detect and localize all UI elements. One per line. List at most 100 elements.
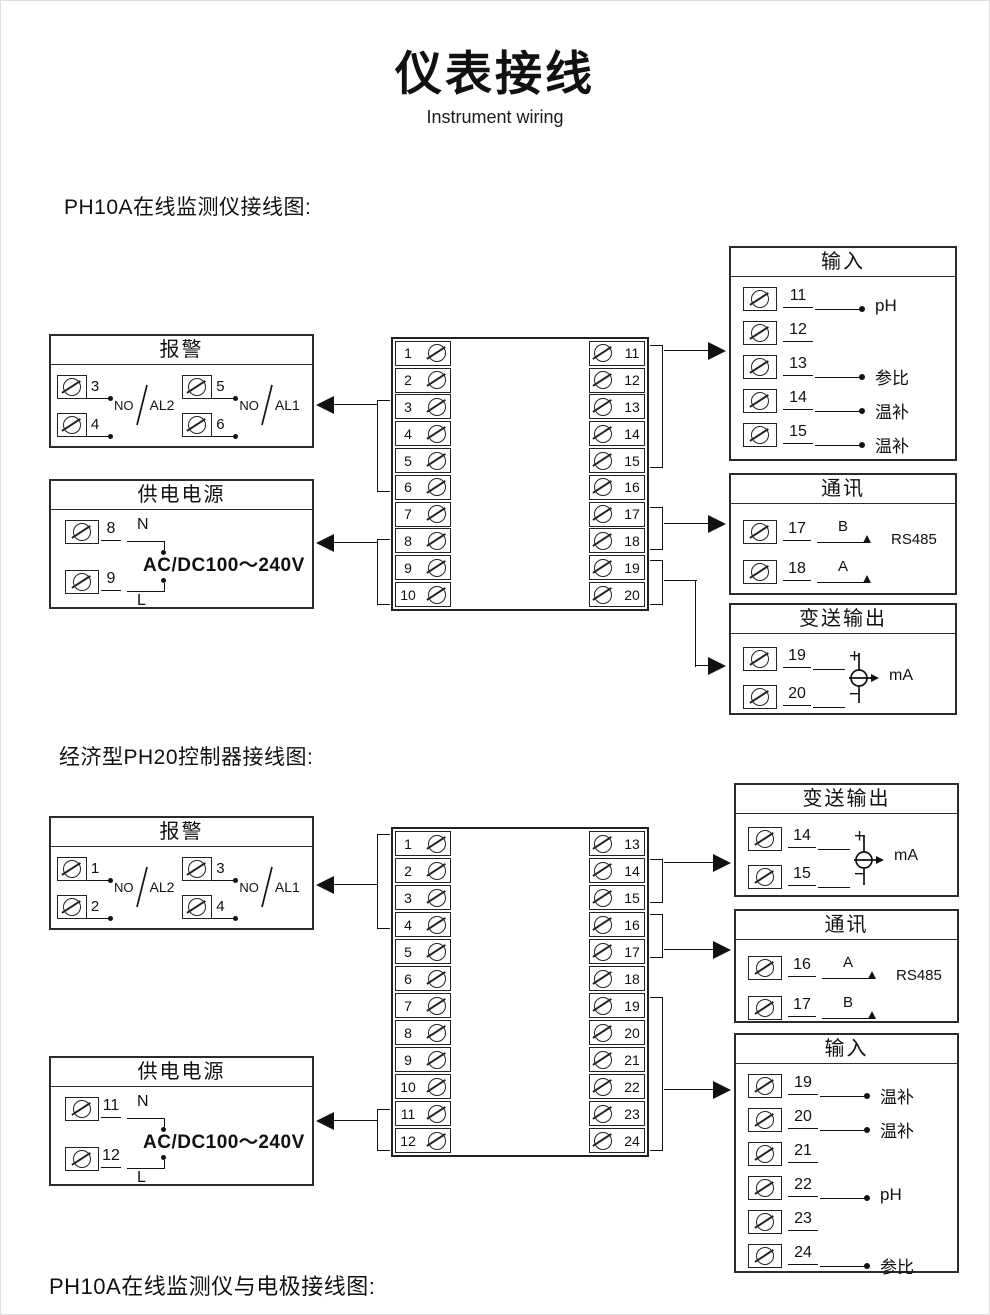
terminal-number: 18 xyxy=(783,558,811,581)
terminal-block-row: 3 15 xyxy=(393,884,647,911)
screw-icon xyxy=(73,1150,91,1168)
terminal-number: 3 xyxy=(212,858,229,881)
terminal: 24 xyxy=(589,1128,645,1153)
screw-terminal-icon xyxy=(57,857,87,881)
unit-label: mA xyxy=(894,847,918,864)
terminal: 3 xyxy=(395,885,451,910)
screw-icon xyxy=(594,424,612,443)
screw-icon xyxy=(428,834,446,853)
terminal: 2 xyxy=(395,367,451,393)
terminal-number: 6 xyxy=(404,970,412,987)
power-box-title: 供电电源 xyxy=(51,1058,312,1087)
connector-line xyxy=(334,884,378,885)
contact-type-label: NO xyxy=(239,879,259,895)
terminal: 4 xyxy=(182,893,239,921)
wire xyxy=(813,707,845,708)
screw-terminal-icon xyxy=(57,413,87,437)
connector-bracket xyxy=(650,507,663,550)
terminal-number: 4 xyxy=(404,425,412,442)
screw-icon xyxy=(756,1247,774,1265)
junction-dot xyxy=(859,408,865,414)
terminal-block-row: 1 13 xyxy=(393,830,647,857)
polarity-sign: − xyxy=(849,684,861,705)
terminal: 3 xyxy=(182,855,239,883)
terminal-number: 17 xyxy=(624,943,640,960)
terminal-number: 20 xyxy=(624,1024,640,1041)
connector-line xyxy=(664,949,713,950)
wire xyxy=(127,1168,165,1169)
terminal-number: 8 xyxy=(404,1024,412,1041)
page-subtitle: Instrument wiring xyxy=(426,107,564,127)
screw-icon xyxy=(594,942,612,961)
terminal: 1 xyxy=(57,855,113,883)
input-box-title: 输入 xyxy=(731,248,955,277)
connector-line xyxy=(664,523,708,524)
section-2-label: 经济型PH20控制器接线图: xyxy=(59,746,314,769)
terminal: 13 xyxy=(589,831,645,856)
arrow-left-icon xyxy=(316,534,334,552)
terminal-number: 15 xyxy=(624,452,640,469)
screw-terminal-icon xyxy=(57,895,87,919)
terminal-number: 15 xyxy=(788,863,816,886)
terminal-number: 17 xyxy=(783,518,811,541)
terminal: 11 xyxy=(589,340,645,366)
screw-icon xyxy=(756,1145,774,1163)
screw-icon xyxy=(428,371,446,390)
screw-terminal-icon xyxy=(57,375,87,399)
terminal-number: 12 xyxy=(101,1145,121,1168)
signal-wire: B xyxy=(817,518,871,543)
comm-box-title: 通讯 xyxy=(736,911,957,940)
output-box-2: 变送输出 14 + 15 − xyxy=(734,783,959,897)
terminal: 7 xyxy=(395,501,451,527)
terminal-block-row: 6 18 xyxy=(393,965,647,992)
screw-icon xyxy=(594,834,612,853)
junction-dot xyxy=(859,374,865,380)
screw-icon xyxy=(594,888,612,907)
alarm-channel-label: AL2 xyxy=(149,879,175,895)
terminal-number: 10 xyxy=(400,1078,416,1095)
screw-icon xyxy=(428,505,446,524)
terminal-number: 11 xyxy=(783,285,813,308)
screw-icon xyxy=(188,860,207,878)
signal-label: 温补 xyxy=(880,1122,914,1141)
wire xyxy=(127,541,165,542)
screw-icon xyxy=(188,378,207,396)
terminal: 2 xyxy=(395,858,451,883)
terminal-number: 20 xyxy=(624,586,640,603)
output-box-1: 变送输出 19 + 20 − xyxy=(729,603,957,715)
screw-terminal-icon xyxy=(65,570,99,594)
terminal-number: 17 xyxy=(624,506,640,523)
io-terminal-row: 24 参比 xyxy=(736,1240,957,1277)
connector-line xyxy=(695,665,709,666)
signal-letter: B xyxy=(842,994,853,1011)
screw-icon xyxy=(428,1104,446,1123)
wire xyxy=(103,414,113,439)
alarm-channel-label: AL2 xyxy=(149,397,175,413)
terminal-number: 13 xyxy=(783,353,813,376)
junction-dot xyxy=(161,1155,166,1160)
terminal-number: 12 xyxy=(400,1132,416,1149)
io-terminal-row: 13 参比 xyxy=(731,351,955,388)
screw-icon xyxy=(428,996,446,1015)
terminal-number: 14 xyxy=(624,862,640,879)
io-terminal-row: 14 温补 xyxy=(731,385,955,422)
wire xyxy=(228,858,239,883)
signal-label: 温补 xyxy=(875,403,909,422)
screw-icon xyxy=(428,1131,446,1150)
alarm-terminals: 5 6 xyxy=(182,373,239,439)
terminal-number: 18 xyxy=(624,970,640,987)
connector-bracket xyxy=(650,560,663,605)
screw-icon xyxy=(751,392,769,410)
screw-terminal-icon xyxy=(748,1074,782,1098)
screw-terminal-icon xyxy=(743,685,777,709)
screw-terminal-icon xyxy=(748,1244,782,1268)
terminal: 3 xyxy=(395,394,451,420)
terminal-number: 8 xyxy=(101,518,121,541)
terminal-number: 1 xyxy=(404,835,412,852)
screw-icon xyxy=(756,999,774,1017)
screw-icon xyxy=(188,898,207,916)
screw-icon xyxy=(756,1213,774,1231)
terminal: 17 xyxy=(589,501,645,527)
terminal-number: 9 xyxy=(404,1051,412,1068)
arrow-right-icon xyxy=(708,342,726,360)
